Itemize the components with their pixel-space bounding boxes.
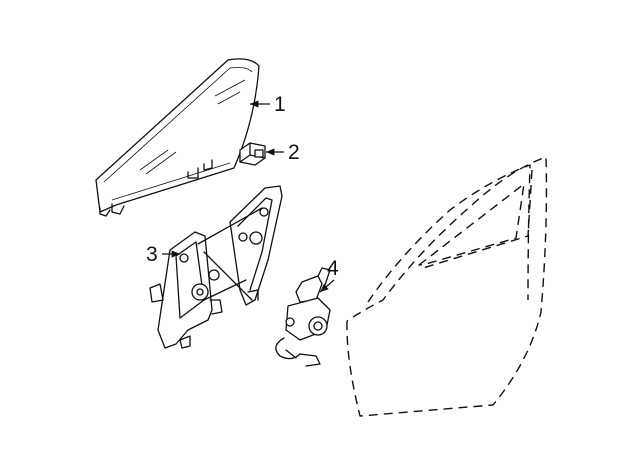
glass-clip[interactable] <box>239 142 266 166</box>
window-motor[interactable] <box>275 267 331 367</box>
callout-2: 2 <box>266 141 300 164</box>
svg-text:2: 2 <box>288 141 300 164</box>
window-regulator[interactable] <box>149 185 283 349</box>
svg-text:3: 3 <box>146 243 158 266</box>
svg-text:1: 1 <box>274 93 286 116</box>
callout-1: 1 <box>249 93 286 116</box>
door-outline <box>346 156 548 417</box>
callout-4: 4 <box>319 257 339 293</box>
callout-3: 3 <box>146 243 180 266</box>
door-glass[interactable] <box>95 58 260 217</box>
svg-text:4: 4 <box>327 257 339 280</box>
